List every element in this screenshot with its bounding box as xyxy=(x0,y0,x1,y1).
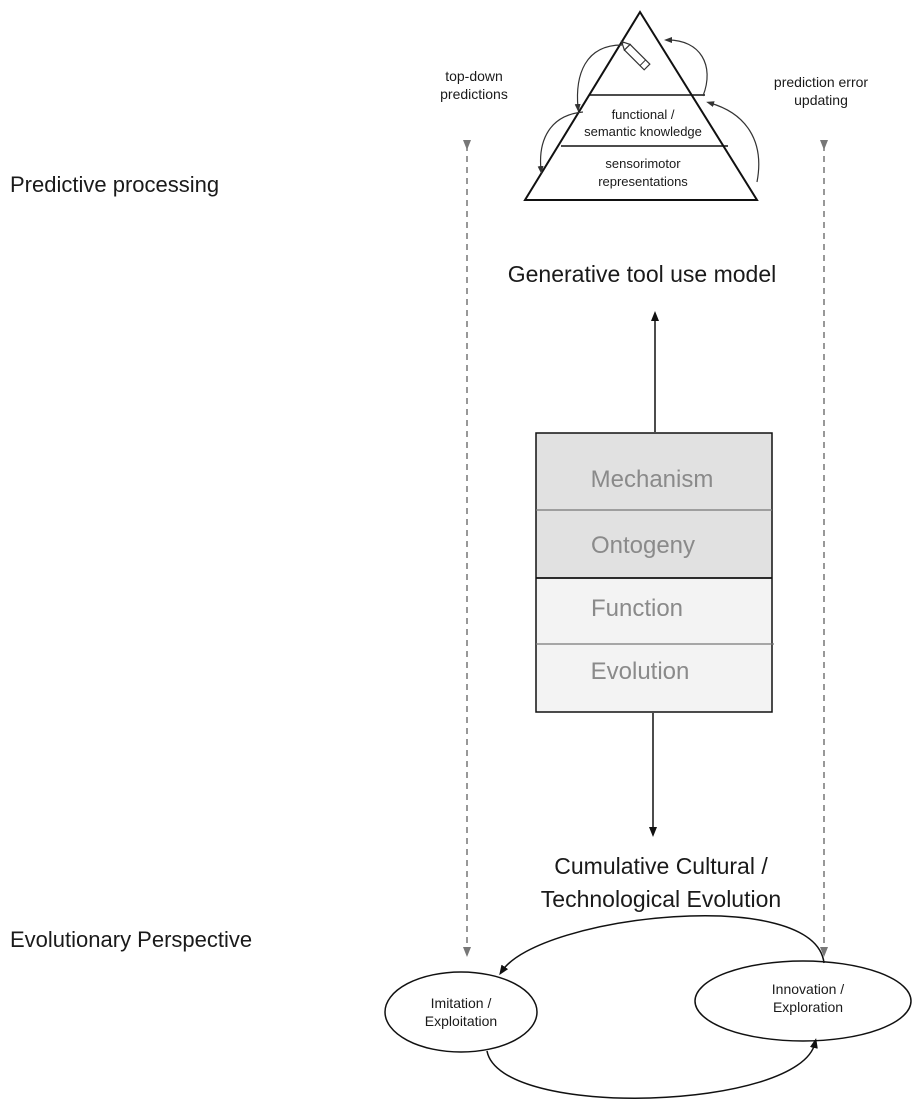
pyramid-bottom-line1: sensorimotor xyxy=(605,156,681,171)
layer-stack: Mechanism Ontogeny Function Evolution xyxy=(535,432,774,713)
layer-mechanism: Mechanism xyxy=(591,466,714,493)
pyramid-middle-line1: functional / xyxy=(612,107,675,122)
predictive-processing-label: Predictive processing xyxy=(10,172,219,197)
topdown-label-line1: top-down xyxy=(445,68,503,84)
innovation-line2: Exploration xyxy=(773,999,843,1015)
stack-lower-fill xyxy=(536,578,772,712)
pencil-icon xyxy=(620,40,651,71)
cultural-line1: Cumulative Cultural / xyxy=(554,853,768,879)
pyramid-middle-line2: semantic knowledge xyxy=(584,124,702,139)
innovation-ellipse xyxy=(694,960,912,1042)
pyramid-bottom-line2: representations xyxy=(598,174,688,189)
pyramid: functional / semantic knowledge sensorim… xyxy=(523,10,759,201)
evolution-cycle: Imitation / Exploitation Innovation / Ex… xyxy=(384,915,912,1099)
error-arrow-upper xyxy=(664,37,708,97)
evolutionary-perspective-label: Evolutionary Perspective xyxy=(10,927,252,952)
topdown-arrow-lower xyxy=(537,111,584,174)
imitation-ellipse xyxy=(384,971,538,1053)
stack-upper-fill xyxy=(536,433,772,578)
imitation-line2: Exploitation xyxy=(425,1013,497,1029)
error-label-line2: updating xyxy=(794,92,848,108)
error-arrow-lower xyxy=(706,101,760,183)
topdown-label-line2: predictions xyxy=(440,86,508,102)
innovation-line1: Innovation / xyxy=(772,981,844,997)
cycle-arrow-bottom xyxy=(486,1038,818,1099)
error-label-line1: prediction error xyxy=(774,74,868,90)
topdown-arrow-upper xyxy=(574,44,623,112)
imitation-line1: Imitation / xyxy=(431,995,492,1011)
layer-evolution: Evolution xyxy=(591,658,690,685)
model-title: Generative tool use model xyxy=(508,261,777,287)
layer-function: Function xyxy=(591,595,683,622)
stack-border xyxy=(535,432,773,713)
pyramid-outline xyxy=(523,10,759,201)
cycle-arrow-top xyxy=(499,915,825,976)
layer-ontogeny: Ontogeny xyxy=(591,532,695,559)
cultural-line2: Technological Evolution xyxy=(541,886,781,912)
